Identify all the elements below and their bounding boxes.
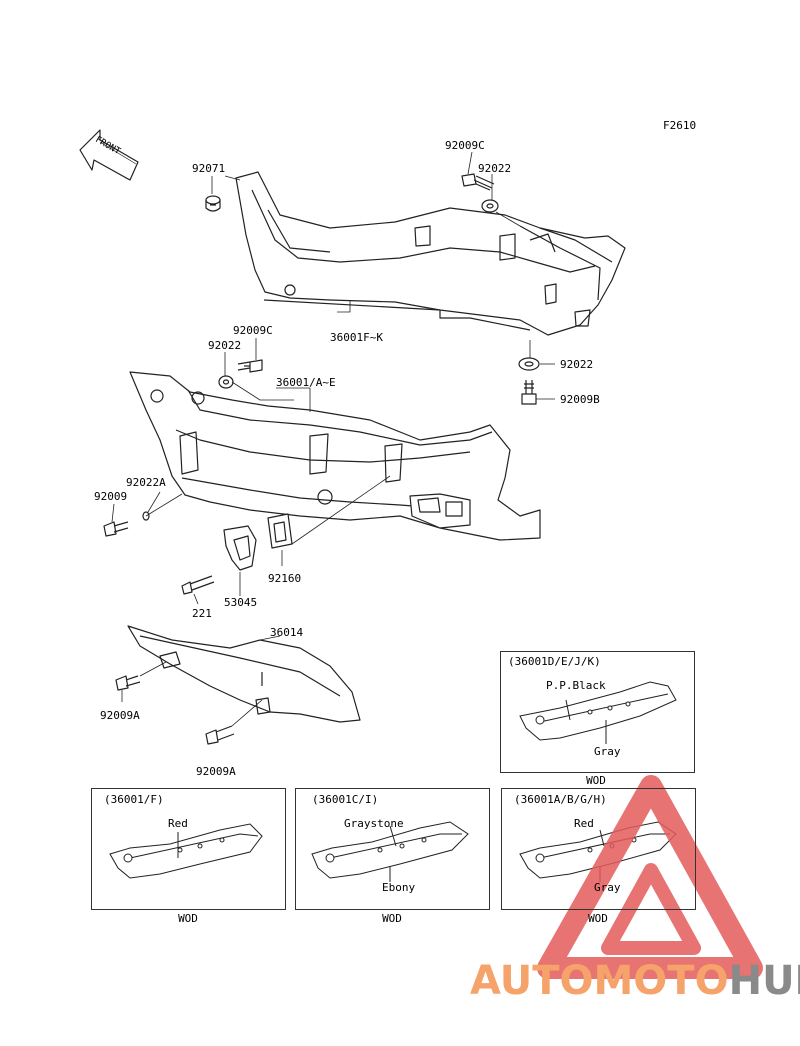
washer-92022-top-icon xyxy=(481,199,499,213)
damper-92160-icon xyxy=(267,513,293,549)
lower-side-cover-shape xyxy=(129,371,541,541)
part-label-53045: 53045 xyxy=(224,596,258,609)
bracket-53045-icon xyxy=(223,525,257,571)
inset-4-color-red: Red xyxy=(574,817,594,830)
part-label-92022-right: 92022 xyxy=(560,358,594,371)
inset-1-color-pp-black: P.P.Black xyxy=(546,679,606,692)
part-label-92009: 92009 xyxy=(94,490,128,503)
inset-1-part-shape xyxy=(519,681,677,744)
bolt-92009-icon xyxy=(103,521,129,537)
inset-box-36001A-B-G-H xyxy=(501,788,696,910)
washer-92022-right-icon xyxy=(518,357,540,371)
part-label-92009C-mid: 92009C xyxy=(233,324,273,337)
bolt-92009C-mid-icon xyxy=(237,359,263,373)
inset-3-part-shape xyxy=(311,821,469,882)
grommet-92071-icon xyxy=(205,195,221,212)
part-label-92160: 92160 xyxy=(268,572,302,585)
inset-2-color-red: Red xyxy=(168,817,188,830)
part-label-92009B: 92009B xyxy=(560,393,600,406)
inset-2-part-shape xyxy=(109,823,263,879)
front-arrow-icon xyxy=(79,129,139,181)
bolt-92009A-b-icon xyxy=(205,725,235,745)
inset-box-36001-F xyxy=(91,788,286,910)
inset-4-caption: WOD xyxy=(588,912,608,925)
inset-3-color-ebony: Ebony xyxy=(382,881,416,894)
upper-side-cover-shape xyxy=(235,171,626,336)
part-label-221: 221 xyxy=(192,607,212,620)
part-label-92071: 92071 xyxy=(192,162,226,175)
inset-2-caption: WOD xyxy=(178,912,198,925)
figure-code: F2610 xyxy=(663,119,697,132)
inset-4-title: (36001A/B/G/H) xyxy=(514,793,607,806)
inset-1-color-gray: Gray xyxy=(594,745,621,758)
part-label-92022-mid: 92022 xyxy=(208,339,242,352)
watermark-automoto: AUTOMOTO xyxy=(470,958,729,1004)
inset-box-36001D-E-J-K xyxy=(500,651,695,773)
inset-4-color-gray: Gray xyxy=(594,881,621,894)
bolt-92009C-top-icon xyxy=(461,173,495,191)
part-label-92009A-a: 92009A xyxy=(100,709,140,722)
inset-1-caption: WOD xyxy=(586,774,606,787)
part-label-36014: 36014 xyxy=(270,626,304,639)
inset-3-color-graystone: Graystone xyxy=(344,817,404,830)
watermark-hub: HUB xyxy=(728,958,800,1004)
part-label-92022A: 92022A xyxy=(126,476,166,489)
part-label-92009C-top: 92009C xyxy=(445,139,485,152)
inset-3-title: (36001C/I) xyxy=(312,793,379,806)
part-label-92009A-b: 92009A xyxy=(196,765,236,778)
part-label-36001A-E: 36001/A~E xyxy=(276,376,336,389)
leader-lines xyxy=(111,151,555,727)
inset-2-title: (36001/F) xyxy=(104,793,164,806)
washer-92022-mid-icon xyxy=(218,375,234,389)
part-label-36001F-K: 36001F~K xyxy=(330,331,383,344)
inset-1-title: (36001D/E/J/K) xyxy=(508,655,601,668)
bolt-92009A-a-icon xyxy=(115,675,141,691)
bolt-92009B-icon xyxy=(521,380,537,405)
rear-cover-shape xyxy=(127,625,361,723)
inset-box-36001C-I xyxy=(295,788,490,910)
part-label-92022-top: 92022 xyxy=(478,162,512,175)
watermark-logo: AUTOMOTOHUB xyxy=(470,958,800,1004)
screw-221-icon xyxy=(181,575,215,595)
inset-3-caption: WOD xyxy=(382,912,402,925)
